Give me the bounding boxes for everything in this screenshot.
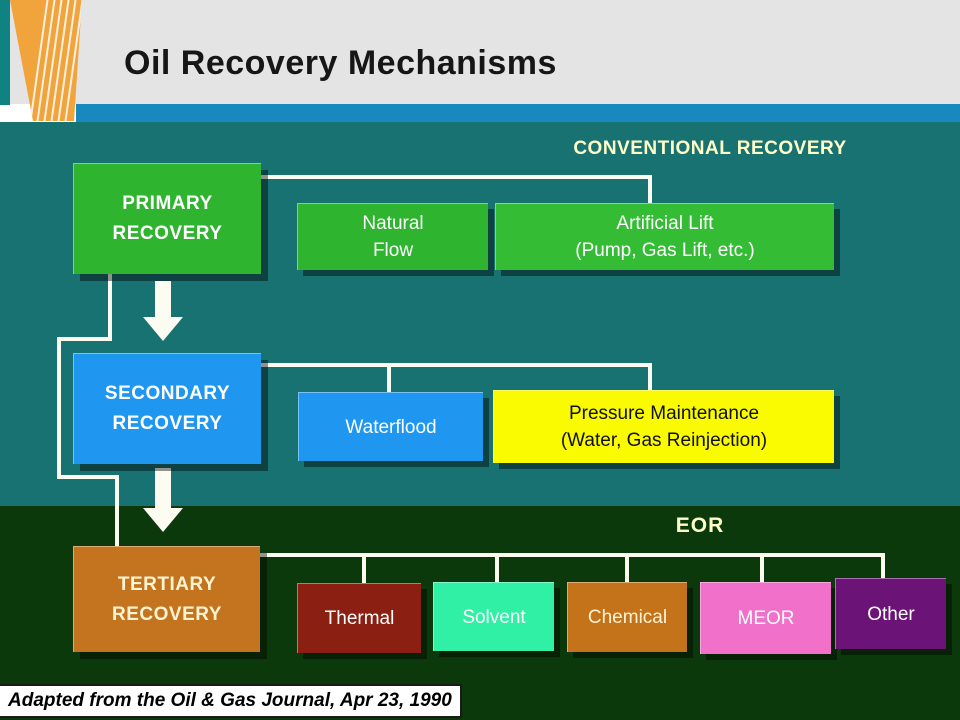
secondary-recovery-box: SECONDARY RECOVERY <box>73 353 261 464</box>
other-label: Other <box>867 603 915 625</box>
footer-citation-text: Adapted from the Oil & Gas Journal, Apr … <box>8 690 452 711</box>
solvent-label: Solvent <box>462 606 526 628</box>
secondary-recovery-label-line1: SECONDARY <box>104 383 231 404</box>
connector-tertiary-horizontal <box>256 553 885 557</box>
natural-flow-label-line1: Natural <box>362 213 424 234</box>
natural-flow-label-line2: Flow <box>372 240 414 261</box>
connector-secondary-to-waterflood <box>387 363 391 394</box>
artificial-lift-label-line2: (Pump, Gas Lift, etc.) <box>575 240 755 261</box>
connector-secondary-to-pressure-maintenance <box>648 363 652 392</box>
meor-box: MEOR <box>700 582 831 654</box>
artificial-lift-box: Artificial Lift (Pump, Gas Lift, etc.) <box>495 203 834 270</box>
waterflood-box: Waterflood <box>298 392 483 461</box>
connector-primary-to-artificial-lift <box>648 175 652 205</box>
natural-flow-box: Natural Flow <box>297 203 488 270</box>
bypass-line-segment-3 <box>57 337 61 479</box>
solvent-box: Solvent <box>433 582 554 651</box>
tertiary-recovery-label-line1: TERTIARY <box>117 573 217 595</box>
connector-tertiary-to-other <box>881 553 885 580</box>
secondary-recovery-label-line2: RECOVERY <box>112 413 223 434</box>
eor-label: EOR <box>675 514 725 537</box>
waterflood-label: Waterflood <box>345 416 437 438</box>
bypass-line-segment-5 <box>115 475 119 548</box>
artificial-lift-label-line1: Artificial Lift <box>616 213 714 234</box>
header-accent-teal-strip <box>0 0 10 105</box>
other-box: Other <box>835 578 946 649</box>
pressure-maintenance-label-line2: (Water, Gas Reinjection) <box>560 430 768 451</box>
connector-tertiary-to-thermal <box>362 553 366 585</box>
thermal-box: Thermal <box>297 583 421 653</box>
thermal-label: Thermal <box>324 608 395 629</box>
connector-tertiary-to-solvent <box>495 553 499 584</box>
header-band <box>0 0 960 104</box>
slide-title: Oil Recovery Mechanisms <box>124 44 557 82</box>
connector-tertiary-to-meor <box>760 553 764 584</box>
pressure-maintenance-box: Pressure Maintenance (Water, Gas Reinjec… <box>493 390 834 463</box>
bypass-line-segment-2 <box>57 337 112 341</box>
tertiary-recovery-label-line2: RECOVERY <box>112 603 222 625</box>
conventional-recovery-label: CONVENTIONAL RECOVERY <box>573 138 847 159</box>
bypass-line-segment-1 <box>108 271 112 341</box>
meor-label: MEOR <box>737 608 795 629</box>
primary-recovery-label-line1: PRIMARY <box>122 193 213 214</box>
primary-recovery-label-line2: RECOVERY <box>112 223 223 244</box>
connector-tertiary-to-chemical <box>625 553 629 584</box>
bypass-line-segment-4 <box>57 475 119 479</box>
chemical-box: Chemical <box>567 582 687 652</box>
connector-secondary-horizontal <box>256 363 652 367</box>
footer-citation-bar: Adapted from the Oil & Gas Journal, Apr … <box>0 684 462 718</box>
pressure-maintenance-label-line1: Pressure Maintenance <box>568 403 760 424</box>
header-rule-bar <box>76 104 960 122</box>
tertiary-recovery-box: TERTIARY RECOVERY <box>73 546 260 652</box>
chemical-label: Chemical <box>587 607 668 628</box>
connector-primary-horizontal <box>256 175 652 179</box>
primary-recovery-box: PRIMARY RECOVERY <box>73 163 261 274</box>
